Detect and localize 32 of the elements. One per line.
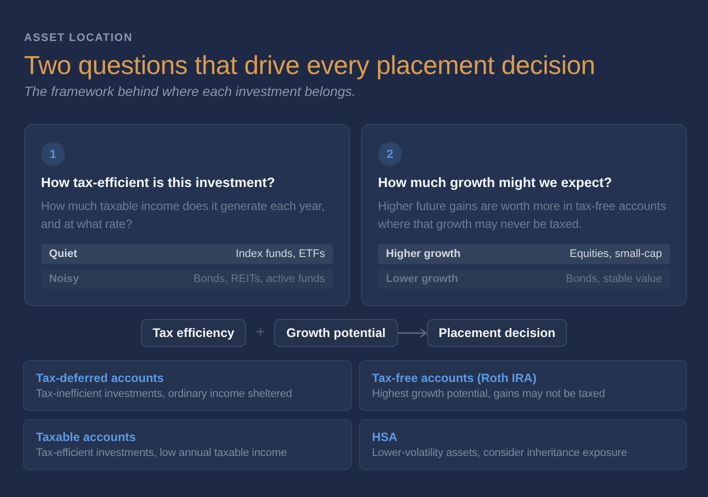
number-badge: 2: [378, 142, 402, 166]
tier-name: Higher growth: [386, 246, 461, 262]
subtitle: The framework behind where each investment belongs.: [24, 83, 356, 101]
factor-tag: Growth potential: [274, 319, 398, 347]
account-description: Tax-efficient investments, low annual taxable income: [36, 446, 288, 461]
tier-name: Noisy: [49, 272, 79, 287]
question-heading: How tax-efficient is this investment?: [41, 174, 276, 192]
question-description: How much taxable income does it generate each year, and at what rate?: [41, 198, 326, 233]
account-description: Highest growth potential, gains may not be taxed: [372, 387, 606, 402]
question-heading: How much growth might we expect?: [378, 174, 614, 192]
account-description: Tax-inefficient investments, ordinary income sheltered: [36, 387, 294, 402]
account-description: Lower-volatility assets, consider inheritance exposure: [372, 446, 628, 461]
account-type: HSA: [372, 429, 398, 445]
account-type: Tax-deferred accounts: [36, 370, 165, 386]
factor-tag: Placement decision: [426, 319, 568, 347]
tier-name: Quiet: [49, 246, 78, 262]
question-card: [24, 124, 350, 306]
question-description: Higher future gains are worth more in tax-free accounts where that growth may never be taxed.: [378, 198, 667, 233]
tier-examples: Equities, small-cap: [570, 246, 662, 262]
arrow: [398, 328, 427, 338]
question-card: [361, 124, 687, 306]
tier-examples: Bonds, REITs, active funds: [194, 272, 325, 287]
tier-examples: Index funds, ETFs: [236, 246, 325, 262]
tier-name: Lower growth: [386, 272, 458, 287]
section-label: ASSET LOCATION: [24, 31, 133, 45]
number-badge: 1: [41, 142, 65, 166]
plus-sign: +: [256, 323, 266, 343]
tier-examples: Bonds, stable value: [566, 272, 662, 287]
account-type: Taxable accounts: [36, 429, 137, 445]
factor-tag: Tax efficiency: [140, 319, 246, 347]
title: Two questions that drive every placement decision: [24, 49, 596, 81]
account-type: Tax-free accounts (Roth IRA): [372, 370, 538, 386]
